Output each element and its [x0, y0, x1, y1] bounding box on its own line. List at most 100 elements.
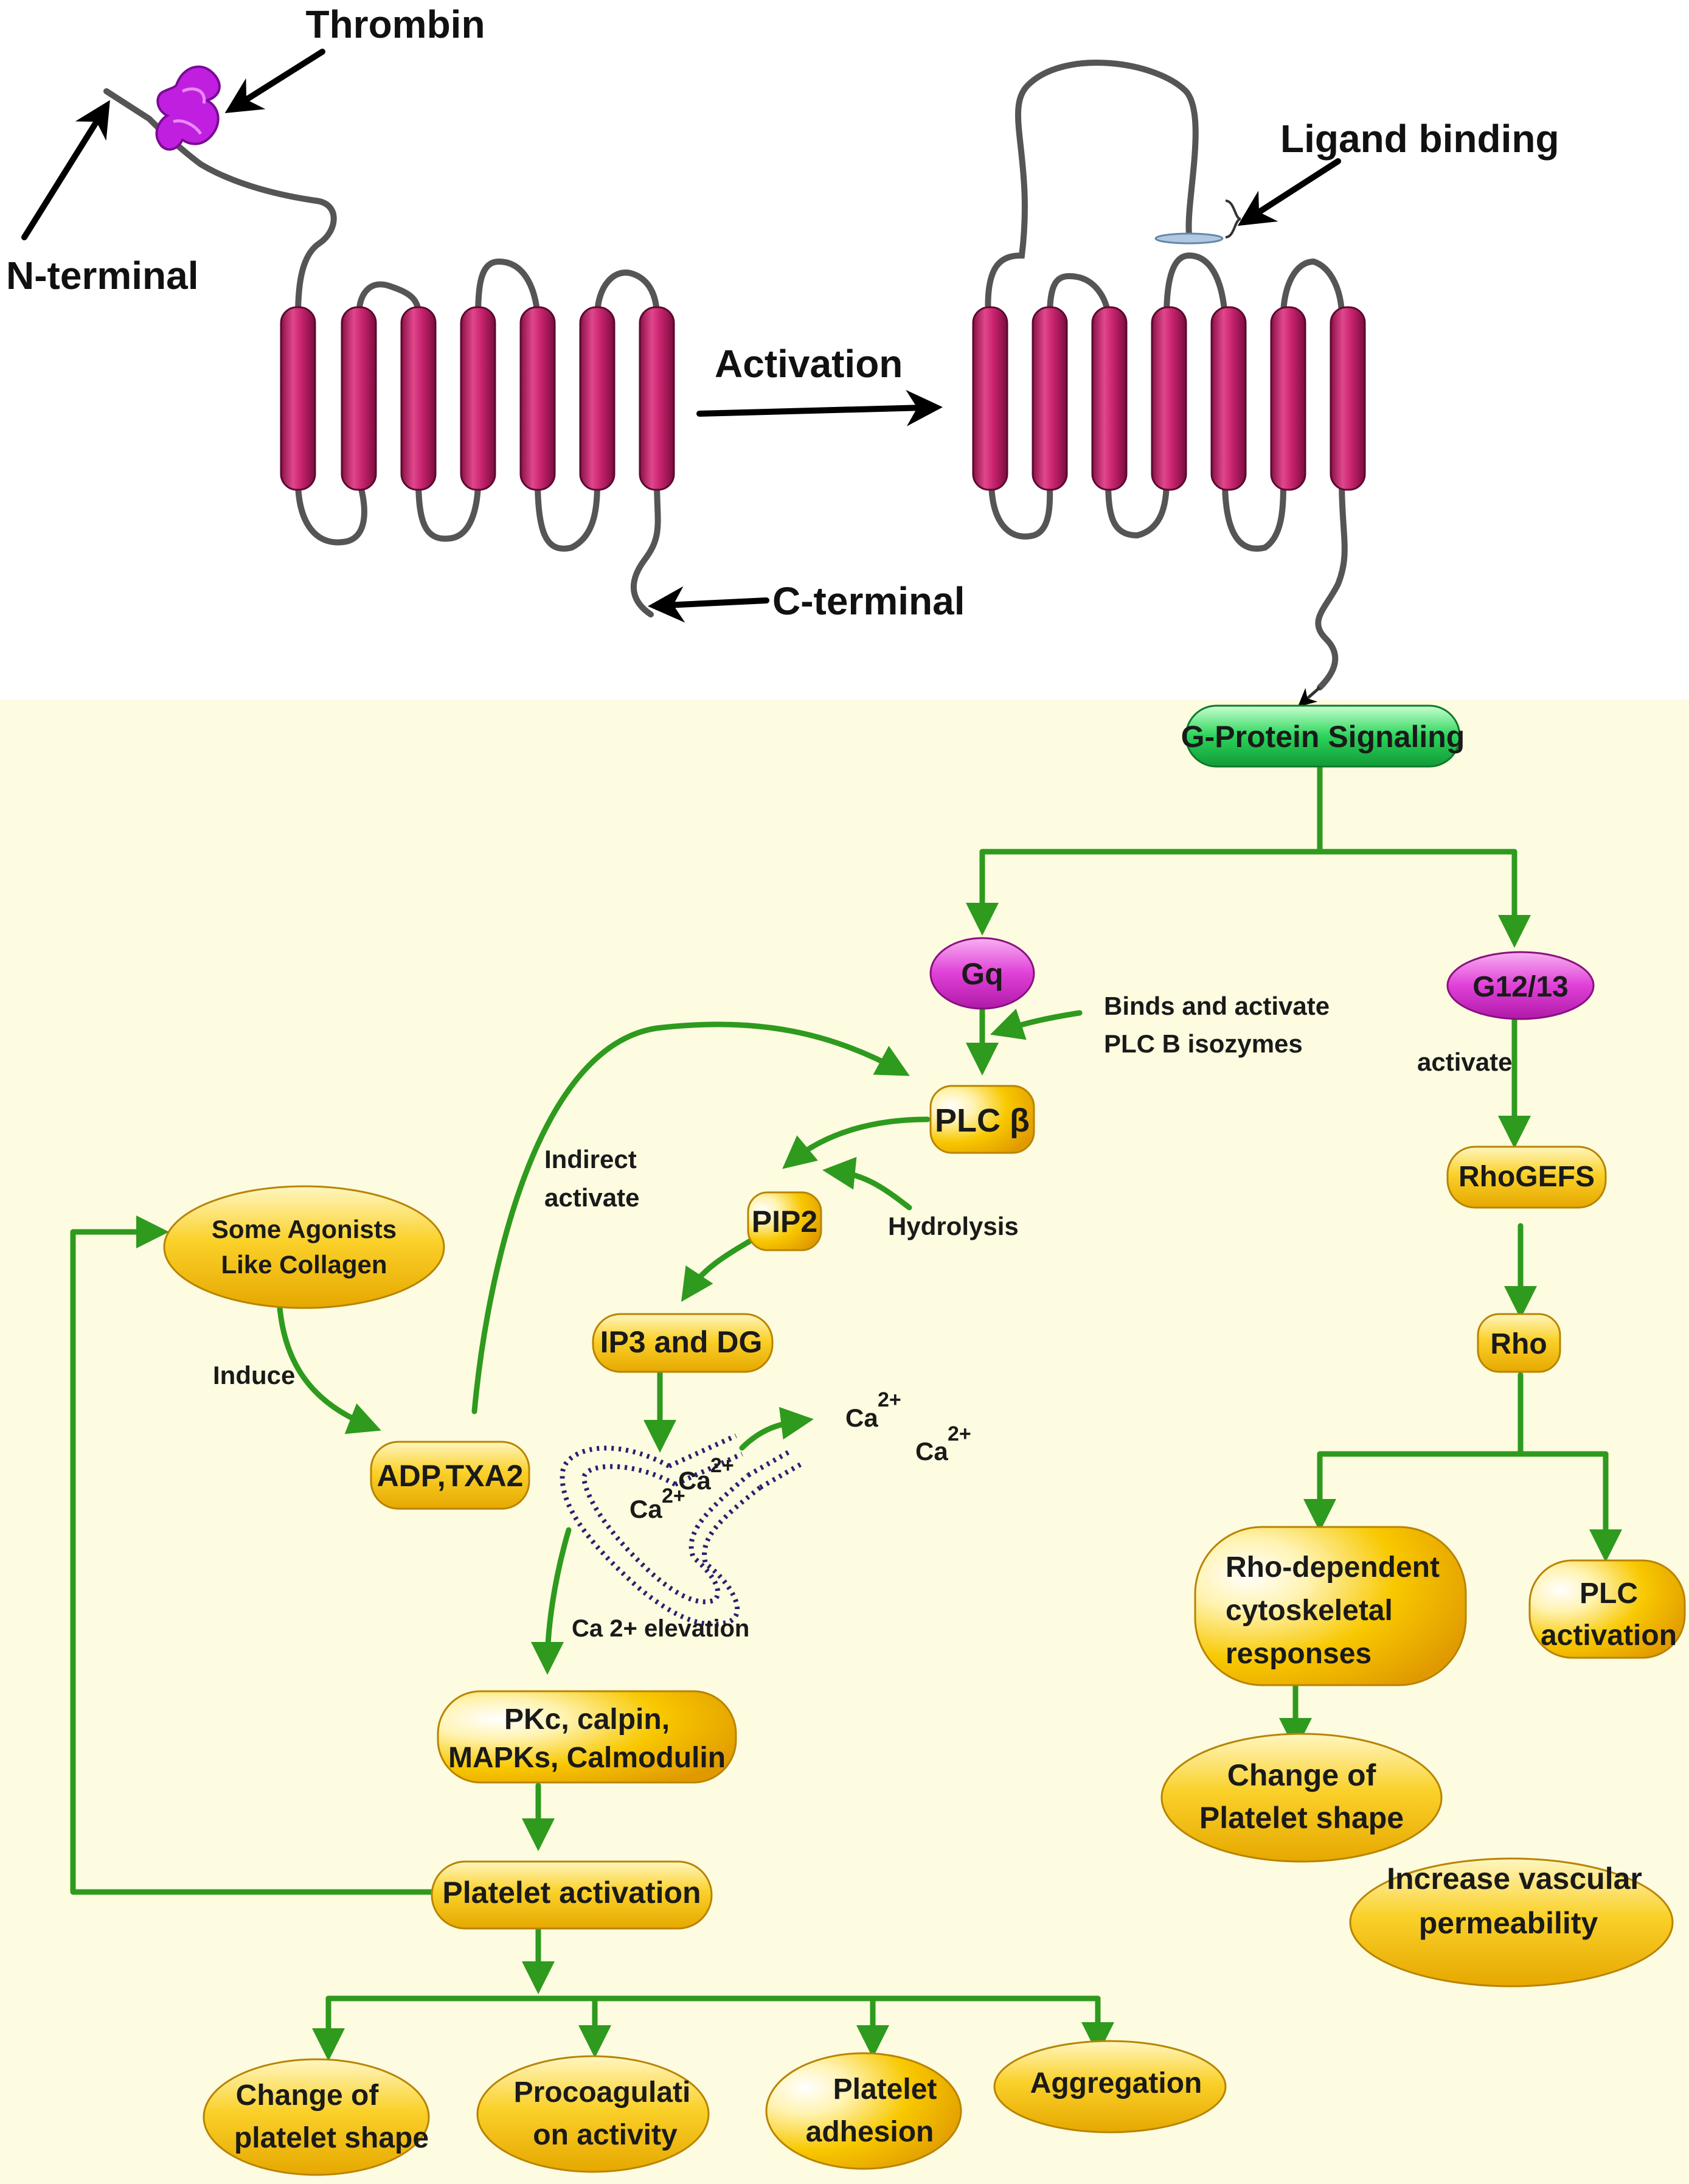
active-receptor — [972, 60, 1366, 707]
helix — [972, 306, 1008, 491]
helix — [579, 306, 616, 491]
activation-label: Activation — [715, 342, 903, 386]
ca-elevation-label: Ca 2+ elevation — [572, 1615, 749, 1642]
er-membrane-icon — [560, 1433, 804, 1627]
calcium-ion-label: Ca 2+ — [915, 1422, 971, 1466]
node-rho-dependent: Rho-dependent cytoskeletal responses — [1194, 1526, 1467, 1686]
svg-text:IP3 and DG: IP3 and DG — [600, 1325, 763, 1359]
induce-label: Induce — [213, 1361, 295, 1389]
helix — [460, 306, 496, 491]
indirect-label-line2: activate — [544, 1183, 639, 1212]
svg-text:2+: 2+ — [662, 1484, 685, 1508]
node-pip2: PIP2 — [747, 1191, 822, 1251]
c-terminal-tail — [1297, 686, 1321, 707]
helix — [1270, 306, 1306, 491]
svg-text:Rho: Rho — [1490, 1328, 1547, 1360]
thrombin-label: Thrombin — [305, 2, 485, 46]
svg-text:platelet shape: platelet shape — [234, 2122, 429, 2154]
svg-text:Procoagulati: Procoagulati — [514, 2076, 691, 2109]
node-change-platelet-shape-right: Change of Platelet shape — [1160, 1733, 1443, 1863]
helix — [1032, 306, 1068, 491]
svg-text:on activity: on activity — [533, 2119, 678, 2151]
svg-text:Some Agonists: Some Agonists — [212, 1215, 397, 1243]
node-output-change-shape: Change of platelet shape — [203, 2058, 430, 2176]
svg-text:Gq: Gq — [961, 957, 1003, 991]
svg-text:permeability: permeability — [1419, 1906, 1598, 1940]
svg-text:Ca: Ca — [915, 1437, 948, 1466]
binds-label-line2: PLC B isozymes — [1104, 1029, 1303, 1058]
helix — [1091, 306, 1128, 491]
svg-text:Ca: Ca — [678, 1466, 711, 1495]
n-terminal-label: N-terminal — [6, 254, 199, 297]
node-ip3-dg: IP3 and DG — [592, 1313, 774, 1373]
node-rhogefs: RhoGEFS — [1446, 1146, 1607, 1209]
svg-text:Aggregation: Aggregation — [1030, 2067, 1202, 2099]
node-adp-txa2: ADP,TXA2 — [370, 1441, 530, 1510]
svg-text:Rho-dependent: Rho-dependent — [1226, 1551, 1440, 1584]
hydrolysis-label: Hydrolysis — [888, 1212, 1019, 1240]
ligand-binding-arrow — [1237, 158, 1341, 226]
svg-text:2+: 2+ — [878, 1388, 901, 1411]
svg-text:MAPKs, Calmodulin: MAPKs, Calmodulin — [448, 1742, 726, 1774]
node-vascular-permeability: Increase vascular permeability — [1349, 1857, 1674, 1988]
svg-text:Like Collagen: Like Collagen — [221, 1250, 387, 1279]
svg-text:RhoGEFS: RhoGEFS — [1458, 1161, 1595, 1193]
node-plc-activation: PLC activation — [1528, 1559, 1686, 1659]
c-terminal-label: C-terminal — [772, 579, 965, 623]
pathway-arrows — [70, 763, 1622, 2061]
svg-text:PLC: PLC — [1580, 1577, 1638, 1610]
svg-text:Change of: Change of — [236, 2079, 380, 2112]
node-rho: Rho — [1477, 1313, 1561, 1373]
activate-label: activate — [1417, 1048, 1512, 1076]
thrombin-icon — [155, 65, 221, 151]
ligand-binding-label: Ligand binding — [1280, 117, 1559, 161]
c-terminal-arrow — [648, 586, 769, 623]
svg-text:2+: 2+ — [948, 1422, 971, 1445]
svg-text:Platelet: Platelet — [833, 2073, 937, 2106]
ligand-site — [1154, 232, 1224, 245]
node-agonists: Some Agonists Like Collagen — [163, 1185, 445, 1309]
n-terminal-arrow — [21, 100, 110, 240]
inactive-receptor — [103, 65, 675, 617]
helix — [639, 306, 675, 491]
calcium-ion-label: Ca 2+ — [845, 1388, 901, 1432]
svg-text:Change of: Change of — [1227, 1758, 1376, 1792]
node-output-aggregation: Aggregation — [993, 2040, 1227, 2134]
ligand-bracket — [1225, 200, 1241, 238]
svg-text:PLC β: PLC β — [935, 1102, 1030, 1139]
helix — [280, 306, 316, 491]
helix — [1330, 306, 1366, 491]
node-output-adhesion: Platelet adhesion — [765, 2052, 962, 2170]
helix — [1210, 306, 1247, 491]
activation-arrow — [696, 389, 943, 426]
indirect-label-line1: Indirect — [544, 1145, 637, 1174]
calcium-ion-label: Ca 2+ — [629, 1484, 685, 1523]
node-g-protein: G-Protein Signaling — [1181, 704, 1465, 768]
svg-text:G-Protein Signaling: G-Protein Signaling — [1181, 720, 1465, 754]
node-plc-beta: PLC β — [929, 1085, 1035, 1154]
svg-text:Platelet shape: Platelet shape — [1199, 1801, 1404, 1835]
svg-text:cytoskeletal: cytoskeletal — [1226, 1595, 1393, 1627]
node-platelet-activation: Platelet activation — [431, 1860, 713, 1930]
thrombin-arrow — [224, 49, 325, 113]
svg-text:Platelet activation: Platelet activation — [442, 1876, 701, 1910]
calcium-ion-label: Ca 2+ — [678, 1454, 734, 1495]
helix — [1151, 306, 1187, 491]
binds-label-line1: Binds and activate — [1104, 992, 1330, 1020]
svg-text:2+: 2+ — [710, 1454, 734, 1477]
svg-text:PKc, calpin,: PKc, calpin, — [504, 1703, 670, 1736]
svg-text:Ca: Ca — [629, 1495, 662, 1523]
helix — [400, 306, 437, 491]
svg-text:responses: responses — [1226, 1638, 1372, 1670]
node-pkc: PKc, calpin, MAPKs, Calmodulin — [437, 1690, 737, 1784]
node-g1213: G12/13 — [1446, 951, 1595, 1020]
svg-text:ADP,TXA2: ADP,TXA2 — [377, 1459, 524, 1493]
node-gq: Gq — [929, 937, 1035, 1010]
svg-text:Ca: Ca — [845, 1403, 878, 1432]
helix — [341, 306, 377, 491]
svg-text:activation: activation — [1541, 1619, 1677, 1652]
svg-text:PIP2: PIP2 — [752, 1205, 817, 1239]
svg-text:Increase vascular: Increase vascular — [1387, 1862, 1642, 1896]
helix — [519, 306, 556, 491]
